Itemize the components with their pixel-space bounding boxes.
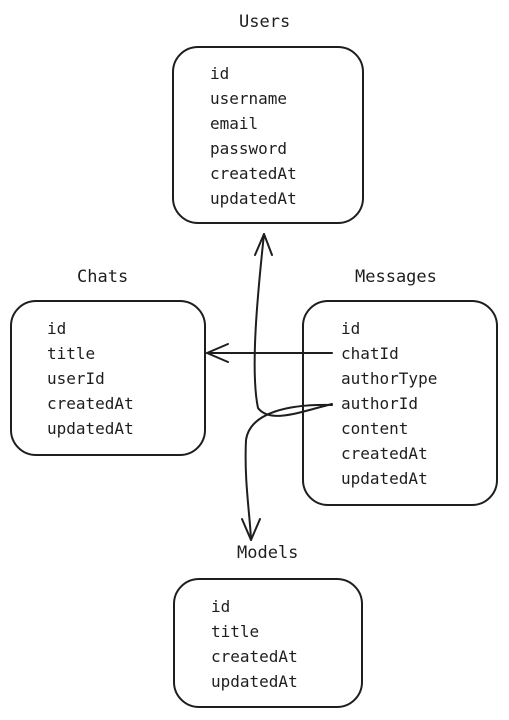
chats-entity-box: id title userId createdAt updatedAt — [10, 300, 206, 456]
users-entity-box: id username email password createdAt upd… — [172, 46, 364, 224]
users-field-email: email — [210, 114, 259, 133]
models-field-createdAt: createdAt — [211, 647, 298, 666]
messages-field-createdAt: createdAt — [341, 444, 428, 463]
users-field-updatedAt: updatedAt — [210, 189, 297, 208]
messages-field-authorId: authorId — [341, 394, 419, 413]
users-field-createdAt: createdAt — [210, 164, 297, 183]
messages-entity-title: Messages — [355, 267, 437, 287]
models-field-title: title — [211, 622, 260, 641]
users-field-username: username — [210, 89, 288, 108]
arrowhead-models — [241, 518, 261, 541]
chats-field-list: id title userId createdAt updatedAt — [47, 316, 134, 441]
messages-field-authorType: authorType — [341, 369, 438, 388]
messages-field-list: id chatId authorType authorId content cr… — [341, 316, 437, 491]
models-entity-title: Models — [237, 543, 299, 563]
arrowhead-chats — [206, 343, 229, 363]
messages-field-chatId: chatId — [341, 344, 399, 363]
chats-field-updatedAt: updatedAt — [47, 419, 134, 438]
models-field-updatedAt: updatedAt — [211, 672, 298, 691]
models-entity-box: id title createdAt updatedAt — [173, 578, 363, 708]
models-field-id: id — [211, 597, 231, 616]
arrow-authorId-to-models — [244, 403, 333, 541]
users-entity-title: Users — [239, 12, 291, 32]
arrow-authorId-to-users — [253, 233, 333, 417]
users-field-list: id username email password createdAt upd… — [210, 61, 297, 211]
messages-field-updatedAt: updatedAt — [341, 469, 428, 488]
chats-field-id: id — [47, 319, 67, 338]
messages-field-content: content — [341, 419, 409, 438]
models-field-list: id title createdAt updatedAt — [211, 594, 298, 694]
arrowhead-users — [254, 233, 273, 256]
chats-field-title: title — [47, 344, 96, 363]
users-field-password: password — [210, 139, 288, 158]
chats-entity-title: Chats — [77, 267, 129, 287]
messages-entity-box: id chatId authorType authorId content cr… — [302, 300, 498, 506]
chats-field-userId: userId — [47, 369, 105, 388]
messages-field-id: id — [341, 319, 361, 338]
users-field-id: id — [210, 64, 230, 83]
chats-field-createdAt: createdAt — [47, 394, 134, 413]
